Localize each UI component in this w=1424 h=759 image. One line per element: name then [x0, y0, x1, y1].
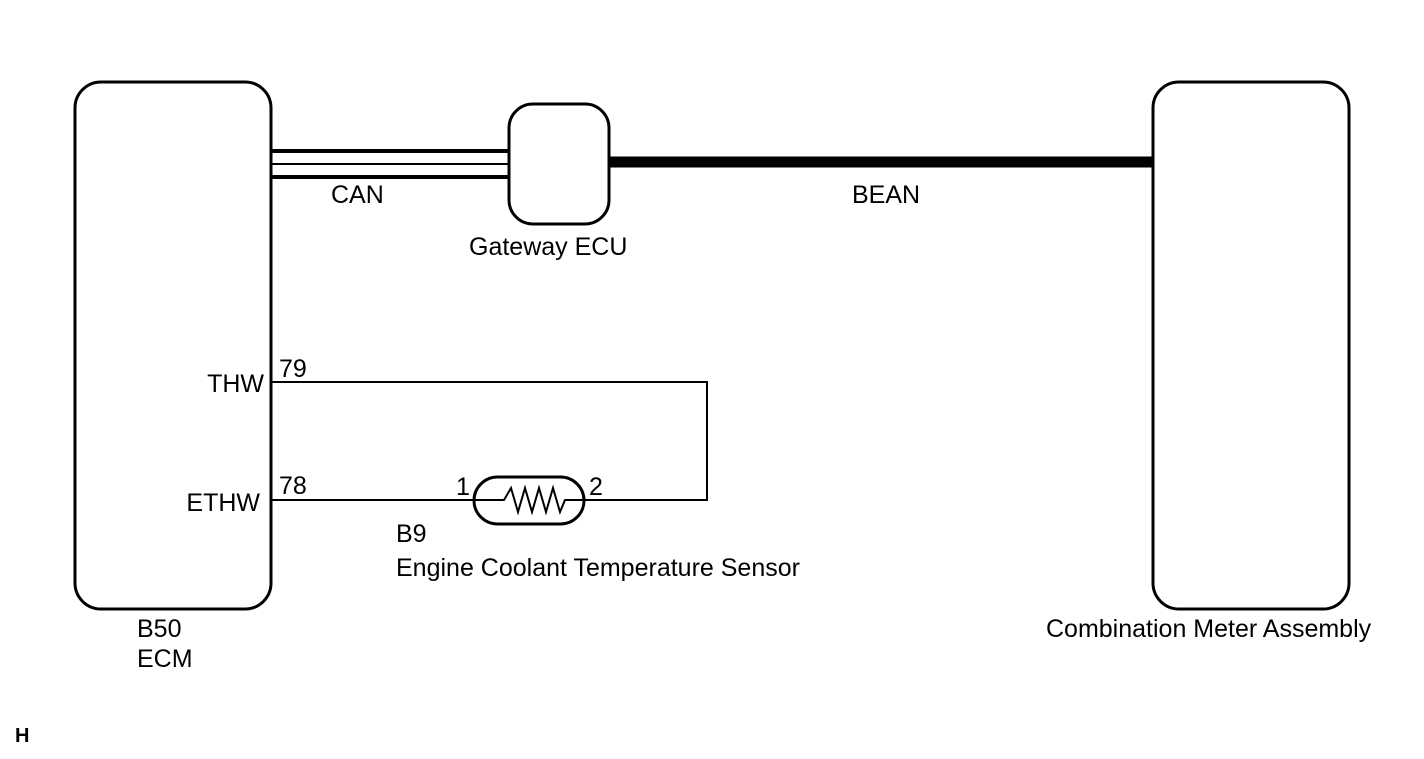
- gateway-ecu-box: [507, 102, 611, 226]
- sensor-pin-1: 1: [456, 473, 470, 501]
- combination-meter-box: [1151, 80, 1351, 611]
- thw-pin-number: 79: [279, 355, 307, 383]
- ecm-name-label: ECM: [137, 645, 193, 673]
- resistor-symbol-icon: [474, 484, 584, 516]
- can-label: CAN: [331, 181, 384, 209]
- ecm-code-label: B50: [137, 615, 182, 643]
- combination-meter-label: Combination Meter Assembly: [1046, 615, 1372, 643]
- can-bus-lines: [271, 149, 509, 179]
- sensor-code-label: B9: [396, 520, 427, 548]
- ethw-pin-number: 78: [279, 472, 307, 500]
- corner-mark: H: [15, 725, 30, 747]
- sensor-name-label: Engine Coolant Temperature Sensor: [396, 554, 800, 582]
- bean-label: BEAN: [852, 181, 921, 209]
- sensor-pin-2: 2: [589, 473, 603, 501]
- thw-pin-name: THW: [207, 370, 264, 398]
- gateway-ecu-label: Gateway ECU: [469, 233, 628, 261]
- ecm-box: [73, 80, 273, 611]
- thw-wire: [271, 381, 708, 501]
- ethw-pin-name: ETHW: [186, 489, 260, 517]
